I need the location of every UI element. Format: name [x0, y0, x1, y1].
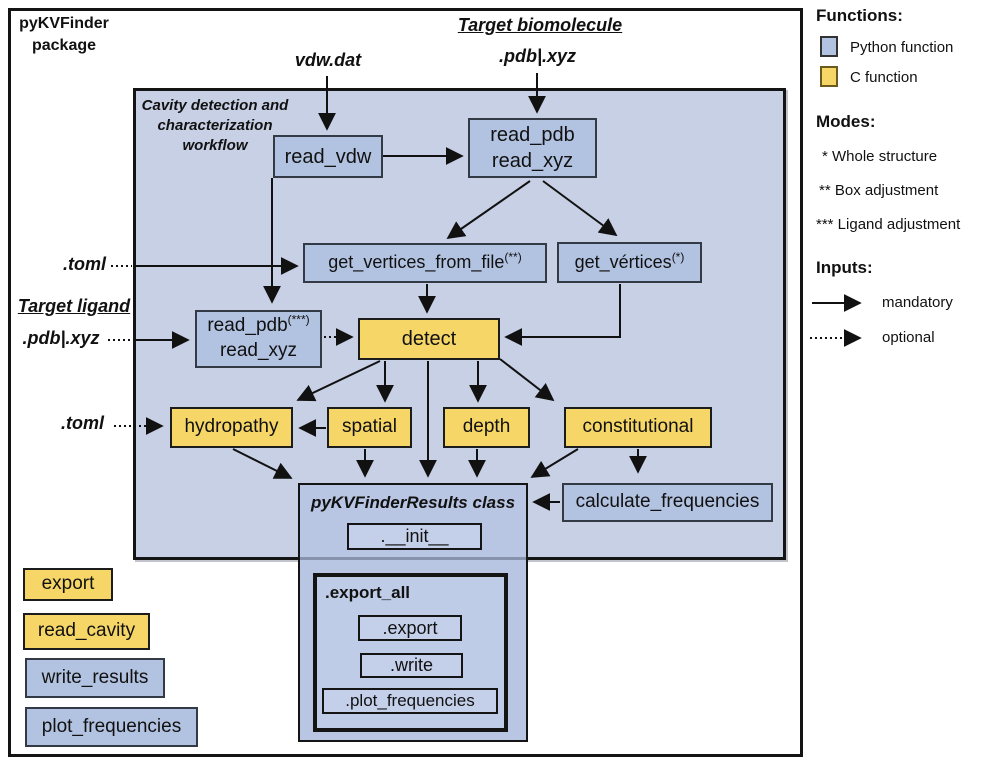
read-xyz-ligand-label: read_xyz	[219, 340, 298, 361]
get-vertices-from-file-mode-sup: (**)	[504, 250, 522, 265]
detect-label: detect	[401, 328, 457, 350]
legend-mandatory-label: mandatory	[882, 294, 953, 311]
input-vdwdat-label: vdw.dat	[294, 50, 362, 70]
node-read-vdw: read_vdw	[273, 135, 383, 178]
package-title-line2: package	[31, 36, 97, 54]
workflow-title-line3: workflow	[182, 136, 248, 154]
results-class-title: pyKVFinderResults class	[310, 493, 516, 512]
export-fn-label: export	[41, 573, 95, 595]
read-pdb-ligand-mode-sup: (***)	[287, 312, 310, 327]
constitutional-label: constitutional	[582, 416, 694, 438]
plot-frequencies-fn-label: plot_frequencies	[41, 715, 182, 737]
hydropathy-label: hydropathy	[184, 416, 279, 438]
input-toml2-label: .toml	[61, 413, 104, 433]
input-ligand-title: Target ligand	[17, 296, 131, 316]
arrow-hydropathy-to-resultsclass	[232, 448, 293, 479]
node-read-cavity-fn: read_cavity	[23, 613, 150, 650]
export-method-label: .export	[382, 617, 438, 638]
arrow-readpdb-to-getvertices	[542, 180, 618, 237]
init-method-box: .__init__	[347, 523, 482, 550]
input-biomolecule-ext: .pdb|.xyz	[498, 46, 577, 66]
depth-label: depth	[462, 416, 511, 438]
arrow-getvertices-to-detect	[504, 284, 621, 346]
legend-mode-whole-structure: * Whole structure	[822, 148, 938, 165]
node-detect: detect	[358, 318, 500, 360]
plot-frequencies-method-label: .plot_frequencies	[345, 691, 475, 710]
legend-mode-ligand-adjustment: *** Ligand adjustment	[816, 216, 961, 233]
node-export-fn: export	[23, 568, 113, 601]
arrow-readpdb-to-getverticesfromfile	[446, 180, 531, 240]
export-method-box: .export	[358, 615, 462, 641]
legend-python-label: Python function	[850, 39, 954, 56]
get-vertices-mode-sup: (*)	[671, 249, 685, 264]
node-spatial: spatial	[327, 407, 412, 448]
arrow-detect-to-hydropathy	[296, 360, 381, 402]
node-get-vertices: get_vértices(*)	[557, 242, 702, 283]
plot-frequencies-method-box: .plot_frequencies	[322, 688, 498, 714]
init-method-label: .__init__	[380, 526, 449, 546]
node-read-pdb-xyz: read_pdb read_xyz	[468, 118, 597, 178]
node-hydropathy: hydropathy	[170, 407, 293, 448]
legend-c-label: C function	[850, 69, 918, 86]
legend-functions-title: Functions:	[816, 6, 903, 25]
read-pdb-ligand-label: read_pdb	[207, 315, 288, 337]
workflow-border-crossing	[300, 557, 526, 560]
legend-mode-box-adjustment: ** Box adjustment	[819, 182, 939, 199]
node-plot-frequencies-fn: plot_frequencies	[25, 707, 198, 747]
write-method-label: .write	[389, 655, 433, 675]
c-function-swatch-icon	[820, 66, 838, 87]
input-ligand-ext: .pdb|.xyz	[22, 328, 100, 348]
workflow-title-line2: characterization	[157, 116, 273, 134]
spatial-label: spatial	[342, 416, 397, 438]
read-pdb-label: read_pdb	[490, 124, 575, 146]
node-depth: depth	[443, 407, 530, 448]
read-xyz-label: read_xyz	[491, 150, 574, 172]
arrow-detect-to-constitutional	[499, 358, 555, 402]
workflow-title-line1: Cavity detection and	[141, 97, 289, 114]
node-get-vertices-from-file: get_vertices_from_file(**)	[303, 243, 547, 283]
legend-inputs-title: Inputs:	[816, 258, 873, 277]
legend-optional-label: optional	[882, 329, 935, 346]
input-toml1-label: .toml	[63, 254, 106, 274]
node-calculate-frequencies: calculate_frequencies	[562, 483, 773, 522]
write-results-fn-label: write_results	[41, 666, 149, 688]
get-vertices-label: get_vértices	[574, 251, 672, 272]
get-vertices-from-file-label: get_vertices_from_file	[328, 252, 505, 273]
legend-modes-title: Modes:	[816, 112, 876, 131]
calculate-frequencies-label: calculate_frequencies	[575, 491, 760, 513]
input-biomolecule-title: Target biomolecule	[457, 15, 623, 35]
write-method-box: .write	[360, 653, 463, 678]
node-write-results-fn: write_results	[25, 658, 165, 698]
read-vdw-label: read_vdw	[284, 145, 372, 168]
node-constitutional: constitutional	[564, 407, 712, 448]
workflow-title: Cavity detection and characterization wo…	[140, 96, 290, 156]
node-read-pdb-ligand: read_pdb(***) read_xyz	[195, 310, 322, 368]
export-all-label: .export_all	[325, 583, 411, 602]
package-title: pyKVFinder package	[16, 13, 112, 56]
read-cavity-fn-label: read_cavity	[37, 620, 136, 642]
arrow-constitutional-to-resultsclass	[530, 448, 579, 478]
package-title-line1: pyKVFinder	[19, 15, 109, 32]
python-function-swatch-icon	[820, 36, 838, 57]
